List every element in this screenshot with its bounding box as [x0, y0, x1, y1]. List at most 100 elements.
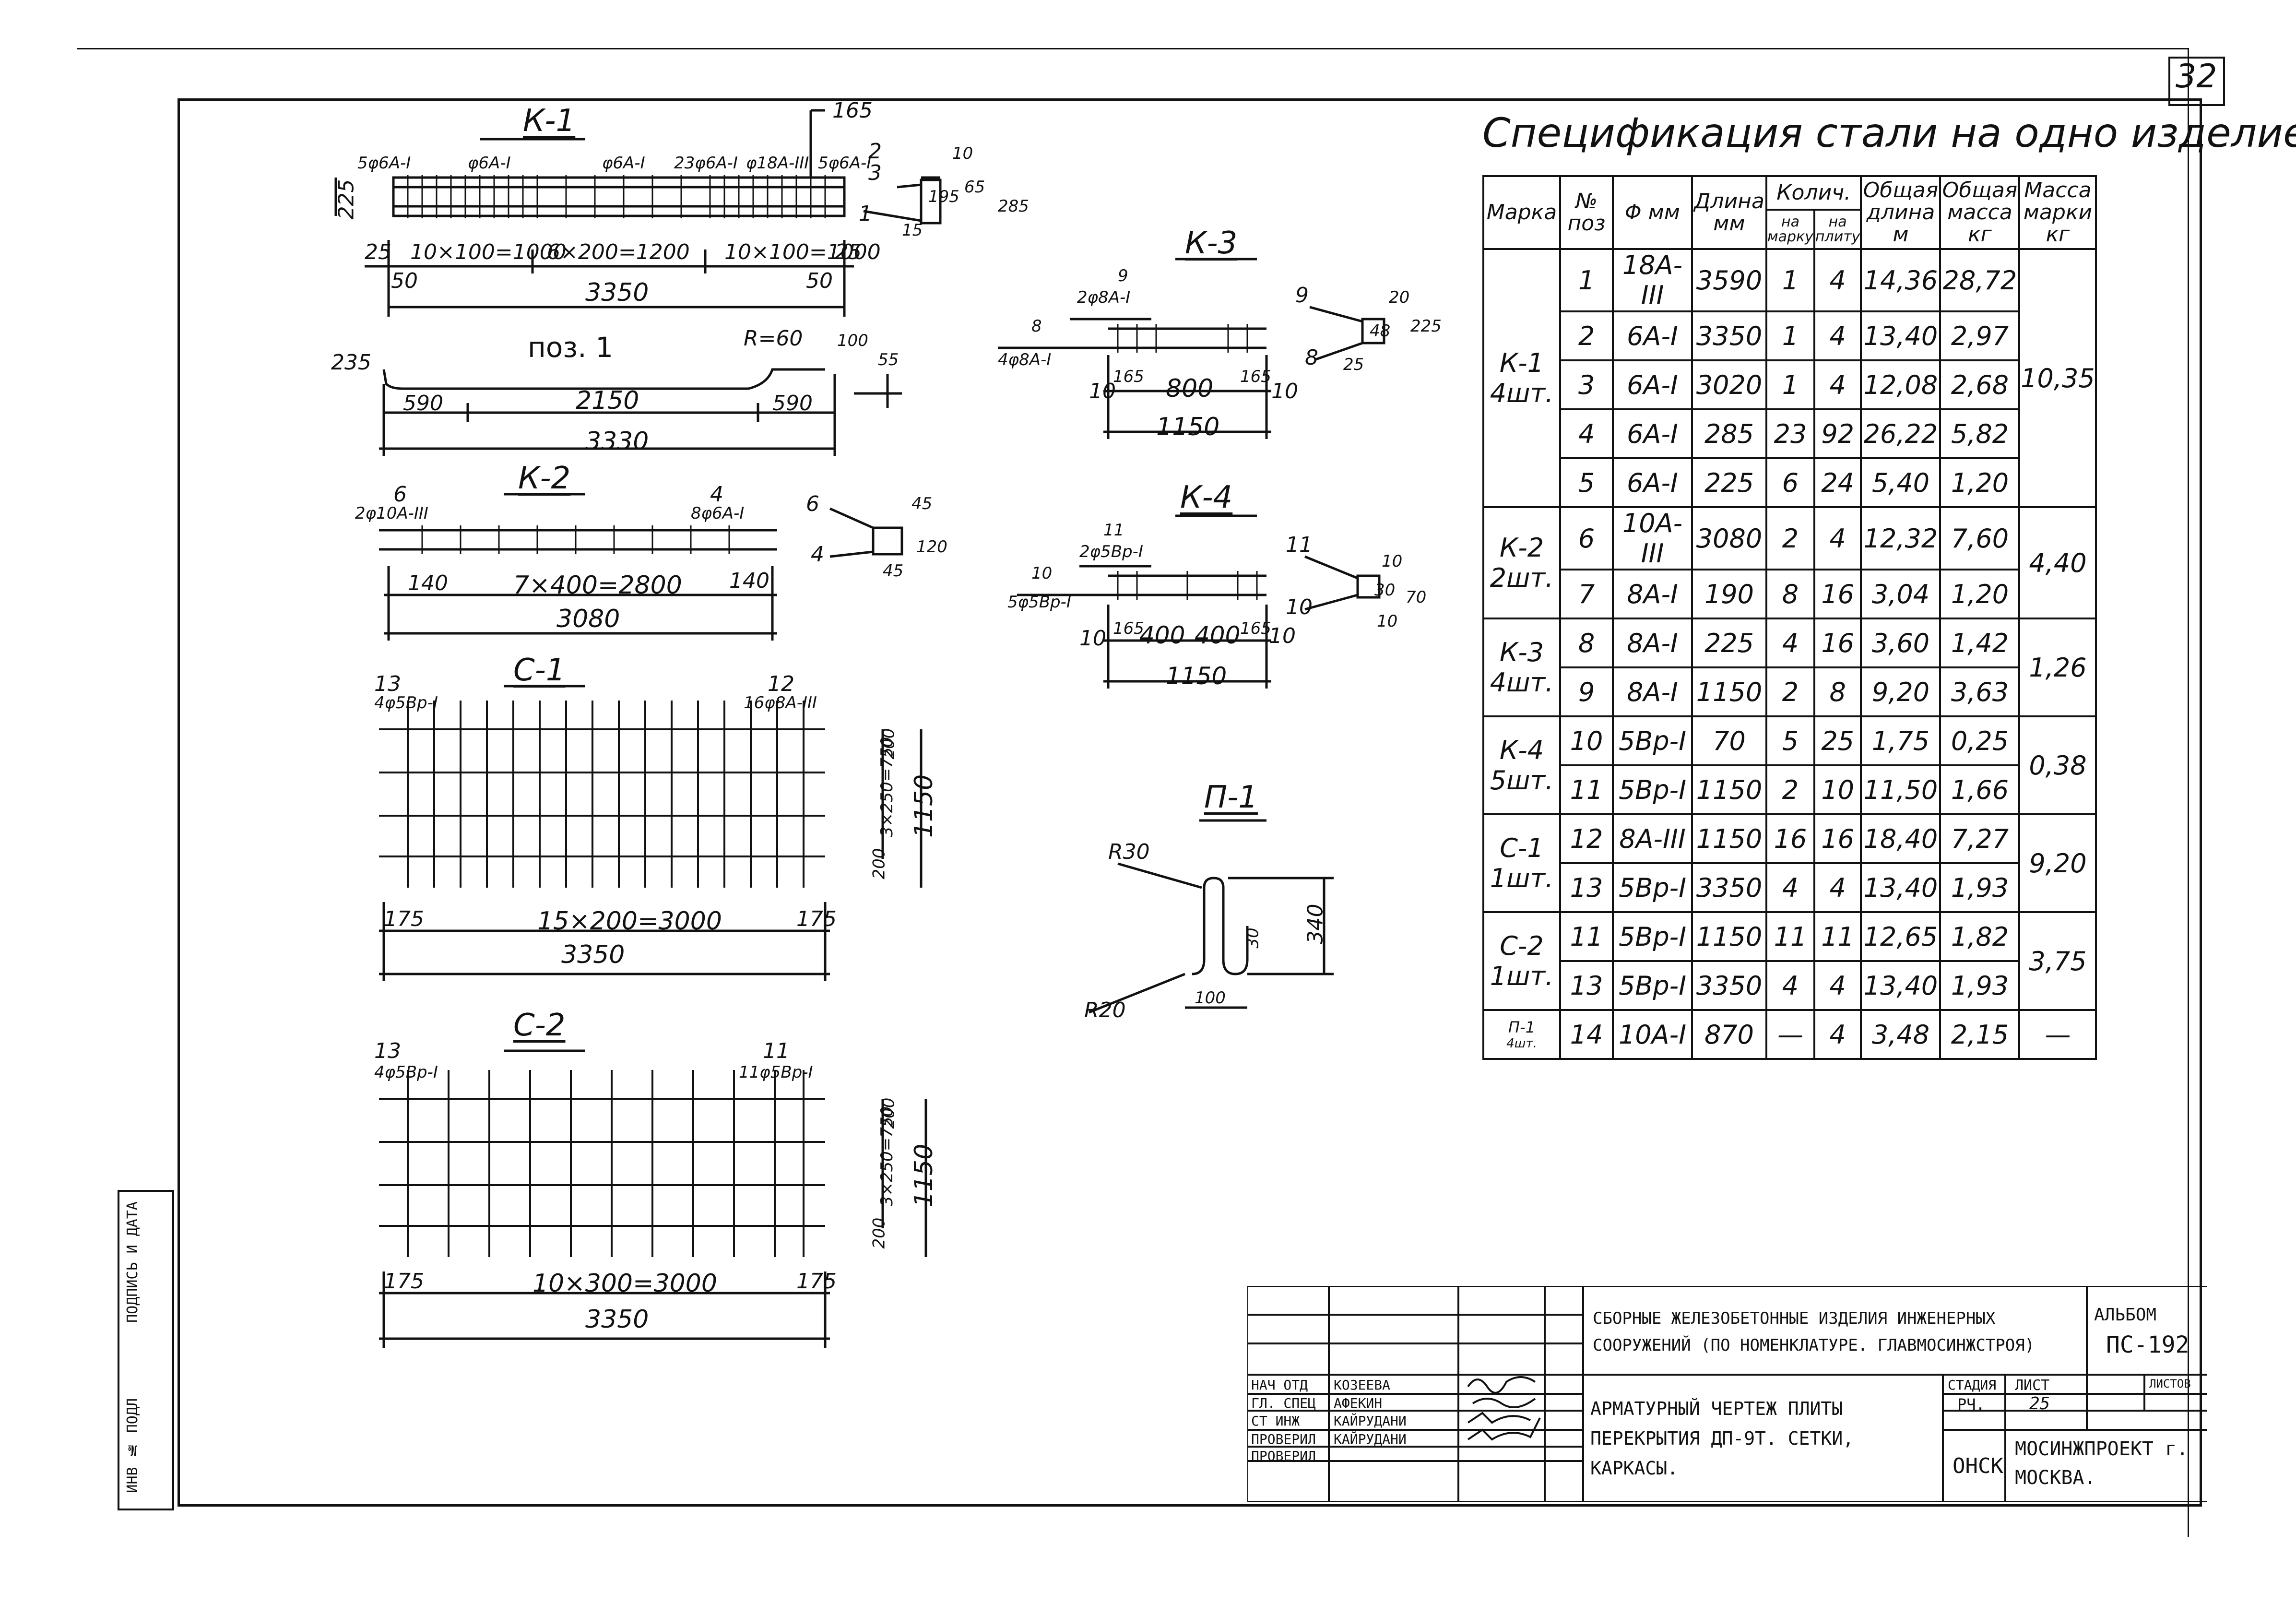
- spec-count: 1шт.: [1490, 863, 1554, 893]
- k2-section-dim: 45: [911, 494, 933, 513]
- k1-dim: 3350: [585, 278, 649, 307]
- k2-label: 6: [393, 482, 407, 507]
- tb-org-code: ОНСК: [1953, 1454, 2003, 1478]
- tb-album: ПС-192: [2106, 1331, 2189, 1358]
- spec-cell: 4: [1813, 310, 1862, 361]
- spec-cell: 11: [1765, 911, 1815, 962]
- spec-cell: 10A-III: [1612, 506, 1693, 570]
- spec-cell: 4: [1559, 408, 1614, 459]
- spec-cell: 10: [1813, 764, 1862, 815]
- tb-role: ПРОВЕРИЛ: [1251, 1431, 1316, 1447]
- spec-cell: 13,40: [1860, 862, 1941, 913]
- side-stamp: ПОДПИСЬ И ДАТА ИНВ № ПОДЛ: [118, 1190, 174, 1510]
- spec-cell: 3020: [1691, 359, 1767, 410]
- p1-dim: 340: [1303, 903, 1328, 944]
- spec-cell: 1150: [1691, 911, 1767, 962]
- spec-cell: 5Bp-I: [1612, 960, 1693, 1011]
- k2-dim: 3080: [556, 605, 620, 633]
- spec-cell: 70: [1691, 715, 1767, 766]
- k1-section-label: 3: [868, 161, 882, 185]
- k4-dim: 400: [1139, 621, 1185, 649]
- sheet-number-box: [2168, 57, 2225, 106]
- hdr-poz: № поз: [1559, 175, 1614, 250]
- k4-section-dim: 10: [1382, 552, 1403, 571]
- spec-cell: 11,50: [1860, 764, 1941, 815]
- spec-cell: 4: [1813, 1009, 1862, 1060]
- spec-cell: 6A-I: [1612, 408, 1693, 459]
- spec-cell: 92: [1813, 408, 1862, 459]
- spec-cell: 9: [1559, 666, 1614, 717]
- side-stamp-sign-date: ПОДПИСЬ И ДАТА: [124, 1201, 141, 1323]
- spec-cell: 1150: [1691, 813, 1767, 864]
- sheet-number: 32: [2176, 58, 2217, 95]
- k3-rebar-label: 4φ8A-I: [998, 350, 1052, 369]
- tb-name: КОЗЕЕВА: [1334, 1377, 1391, 1393]
- k1-rebar-label: 23φ6A-I: [674, 154, 738, 173]
- spec-cell: 3590: [1691, 248, 1767, 312]
- spec-cell: 26,22: [1860, 408, 1941, 459]
- k1-dim: 25: [365, 240, 391, 264]
- spec-cell: 11: [1559, 911, 1614, 962]
- spec-cell: 1,75: [1860, 715, 1941, 766]
- spec-cell: 4: [1765, 618, 1815, 668]
- k3-section-dim: 20: [1389, 288, 1410, 307]
- spec-cell: 4: [1813, 359, 1862, 410]
- k4-section-label: 10: [1286, 595, 1313, 619]
- spec-cell: 14: [1559, 1009, 1614, 1060]
- spec-cell: 225: [1691, 457, 1767, 508]
- p1-radius: R30: [1108, 840, 1150, 864]
- spec-cell: 1: [1765, 248, 1815, 312]
- spec-cell: 8: [1559, 618, 1614, 668]
- c1-dim: 200: [879, 728, 899, 760]
- c1-dim: 175: [384, 907, 424, 931]
- spec-cell: 2,15: [1939, 1009, 2021, 1060]
- spec-cell: 3350: [1691, 310, 1767, 361]
- signature-scribble: [1467, 1417, 1541, 1441]
- poz1-dim: 2150: [576, 386, 639, 415]
- drawing-frame: [178, 98, 2202, 1507]
- k1-rebar-label: 5φ6A-I: [357, 154, 411, 173]
- k2-title: К-2: [518, 461, 571, 496]
- k3-dim: 10: [1089, 379, 1116, 404]
- c1-rebar-label: 4φ5Bp-I: [374, 693, 438, 713]
- k1-section-dim: 165: [832, 98, 873, 123]
- k4-rebar-label: 2φ5Bp-I: [1079, 542, 1143, 561]
- spec-cell: 4: [1813, 960, 1862, 1011]
- spec-cell: 8: [1813, 666, 1862, 717]
- spec-marka: П-1: [1508, 1018, 1535, 1036]
- tb-sheets-label: ЛИСТОВ: [2149, 1377, 2191, 1390]
- c2-dim: 1150: [910, 1143, 939, 1208]
- k1-section-dim: 15: [902, 221, 923, 240]
- hdr-total-mass: Общая масса кг: [1939, 175, 2021, 250]
- k2-rebar-label: 2φ10A-III: [355, 504, 428, 523]
- k2-label: 4: [710, 482, 723, 507]
- k3-dim: 1150: [1156, 413, 1220, 441]
- spec-cell: 3: [1559, 359, 1614, 410]
- signature-scribble: [1472, 1398, 1536, 1408]
- spec-cell: 1150: [1691, 764, 1767, 815]
- spec-cell: 190: [1691, 569, 1767, 619]
- k3-dim: 10: [1271, 379, 1298, 404]
- hdr-diameter: Φ мм: [1612, 175, 1693, 250]
- spec-cell: 3,04: [1860, 569, 1941, 619]
- spec-cell: 2,97: [1939, 310, 2021, 361]
- spec-marka: К-2: [1499, 533, 1544, 563]
- k1-dim: 50: [806, 269, 833, 293]
- c2-dim: 175: [796, 1269, 837, 1294]
- spec-cell: 1,93: [1939, 862, 2021, 913]
- spec-cell: 11: [1813, 911, 1862, 962]
- spec-cell: 3,48: [1860, 1009, 1941, 1060]
- spec-cell: 1,66: [1939, 764, 2021, 815]
